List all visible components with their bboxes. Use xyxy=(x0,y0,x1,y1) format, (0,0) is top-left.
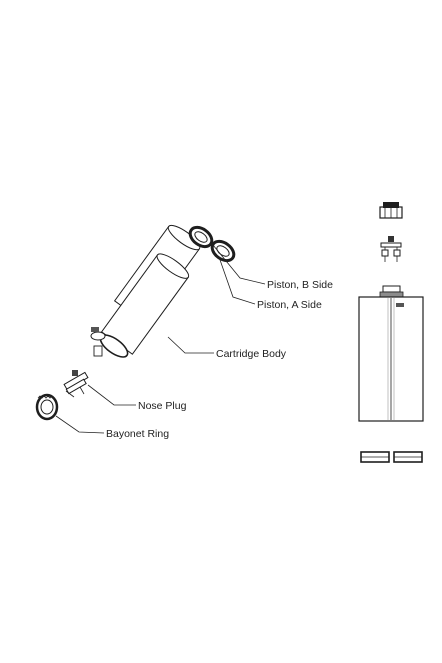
side-bayonet-ring xyxy=(379,202,403,219)
label-piston-b: Piston, B Side xyxy=(267,279,333,291)
side-pistons xyxy=(360,451,423,463)
leader-cartridge-body xyxy=(167,336,214,354)
label-nose-plug: Nose Plug xyxy=(138,400,187,412)
leader-piston-a xyxy=(218,256,256,305)
label-bayonet-ring: Bayonet Ring xyxy=(106,428,169,440)
side-cartridge-body xyxy=(358,296,424,422)
leader-bayonet-ring xyxy=(55,415,105,434)
cartridge-body xyxy=(90,224,201,358)
label-piston-a: Piston, A Side xyxy=(257,299,322,311)
label-cartridge-body: Cartridge Body xyxy=(216,348,287,360)
leader-piston-b xyxy=(212,244,266,285)
leader-nose-plug xyxy=(87,384,136,406)
piston-b xyxy=(188,225,214,249)
bayonet-ring xyxy=(35,393,59,421)
side-outlet xyxy=(379,285,404,298)
side-view xyxy=(358,202,424,463)
side-nose-plug xyxy=(380,236,402,262)
nose-plug xyxy=(63,370,89,398)
